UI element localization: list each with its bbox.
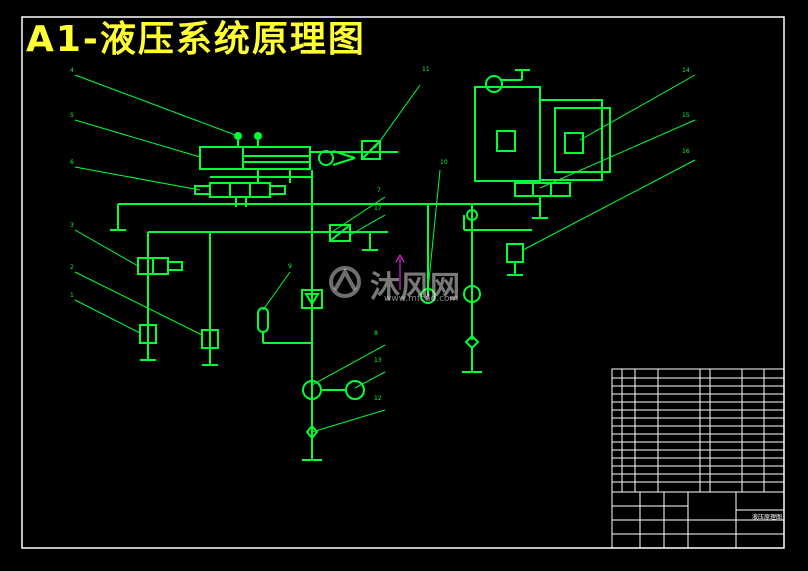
magenta-marker: [395, 254, 405, 290]
title-block: [611, 491, 785, 549]
directional-valve-main: [209, 182, 271, 198]
hydraulic-cylinder: [199, 146, 311, 170]
relief-valve-right: [506, 243, 524, 263]
valve-block-a: [496, 130, 516, 152]
control-block-b: [539, 99, 603, 181]
pump-top: [485, 75, 503, 93]
drawing-frame: [21, 16, 785, 549]
limit-switch: [361, 140, 381, 160]
leader-label: 8: [374, 330, 378, 337]
leader-label: 5: [70, 112, 74, 119]
leader-label: 6: [70, 159, 74, 166]
accumulator: [257, 307, 269, 333]
electric-motor: [345, 380, 365, 400]
leader-label: 9: [288, 263, 292, 270]
leader-label: 10: [440, 159, 448, 166]
leader-label: 3: [70, 222, 74, 229]
leader-label: 2: [70, 264, 74, 271]
leader-label: 7: [377, 187, 381, 194]
pump-right: [463, 285, 481, 303]
directional-valve-top: [514, 182, 571, 197]
leader-label: 13: [374, 357, 382, 364]
leader-label: 4: [70, 67, 74, 74]
leader-lines: [74, 74, 696, 433]
leader-label-group: 4 5 6 3 2 1 7 8 9 10 11 12 13 14 15 16 1…: [70, 66, 690, 402]
leader-label: 12: [374, 395, 382, 402]
watermark-brand: 沐风网: [370, 270, 460, 305]
title-block-drawing-name: 液压原理图: [752, 513, 782, 521]
watermark-logo-icon: [329, 266, 361, 298]
leader-label: 14: [682, 67, 690, 74]
watermark-url: www.mfcad.com: [384, 294, 459, 304]
leader-label: 11: [422, 66, 430, 73]
valve-block-b: [564, 132, 584, 154]
control-block-a: [474, 86, 541, 182]
leader-label: 1: [70, 292, 74, 299]
leader-label: 16: [682, 148, 690, 155]
leader-label: 17: [374, 205, 382, 212]
hydraulic-circuit: [110, 69, 611, 461]
check-valve: [301, 289, 323, 309]
drawing-title: A1-液压系统原理图: [26, 19, 366, 60]
pressure-valve-1: [139, 324, 157, 344]
leader-label: 15: [682, 112, 690, 119]
parts-list-table: [611, 368, 785, 493]
